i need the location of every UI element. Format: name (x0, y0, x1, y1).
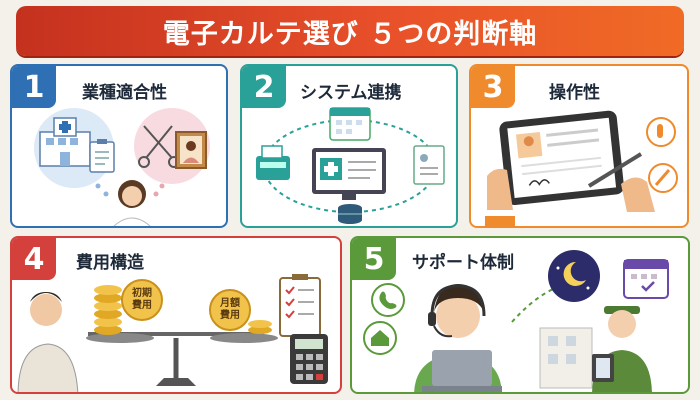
card-number: 3 (471, 66, 515, 108)
integration-illustration (256, 107, 445, 224)
calculator-icon (290, 334, 328, 384)
card-number: 1 (12, 66, 56, 108)
industry-fit-illustration (34, 108, 210, 226)
monitor-icon (312, 148, 386, 200)
hospital-icon (39, 117, 91, 167)
card-support: 5 サポート体制 (350, 236, 690, 394)
tap-hand-icon (646, 117, 676, 147)
tablet-icon (499, 110, 624, 206)
card-title: 業種適合性 (82, 83, 167, 103)
usability-illustration (485, 110, 678, 226)
moon-icon (548, 250, 600, 302)
building-icon (539, 327, 593, 389)
thinking-woman-icon (95, 180, 165, 226)
register-icon (256, 145, 290, 180)
portrait-icon (175, 131, 207, 169)
calendar-icon (329, 107, 371, 141)
cost-illustration (17, 274, 328, 392)
right-hand (621, 177, 655, 212)
initial-cost-label: 初期 費用 (132, 288, 152, 311)
pen-icon (648, 163, 678, 193)
card-title: 費用構造 (76, 253, 144, 273)
card-number: 2 (242, 66, 286, 108)
document-icon (413, 145, 445, 185)
calendar-icon (623, 259, 669, 299)
home-icon (363, 321, 397, 355)
page-title: 電子カルテ選び ５つの判断軸 (162, 18, 538, 50)
laptop-icon (422, 350, 502, 392)
card-title: 操作性 (549, 83, 600, 103)
thinking-man-icon (17, 292, 79, 392)
coins-icon (94, 279, 272, 335)
balance-scale-icon (86, 332, 278, 386)
technician-icon (592, 306, 652, 392)
phone-icon (371, 283, 405, 317)
title-banner: 電子カルテ選び ５つの判断軸 (16, 6, 684, 56)
card-industry-fit: 1 業種適合性 (10, 64, 228, 228)
left-hand (487, 168, 513, 210)
card-number: 5 (352, 238, 396, 280)
clipboard-icon (89, 139, 115, 173)
card-title: システム連携 (300, 83, 402, 103)
checklist-icon (279, 274, 321, 337)
stylus-icon (587, 152, 643, 188)
card-number: 4 (12, 238, 56, 280)
card-cost-structure: 4 費用構造 (10, 236, 342, 394)
monthly-fee-label: 月額 費用 (220, 298, 240, 321)
card-title: サポート体制 (412, 253, 514, 273)
card-usability: 3 操作性 (469, 64, 689, 228)
database-icon (338, 204, 362, 224)
support-illustration (363, 250, 669, 392)
card-system-integration: 2 システム連携 (240, 64, 458, 228)
